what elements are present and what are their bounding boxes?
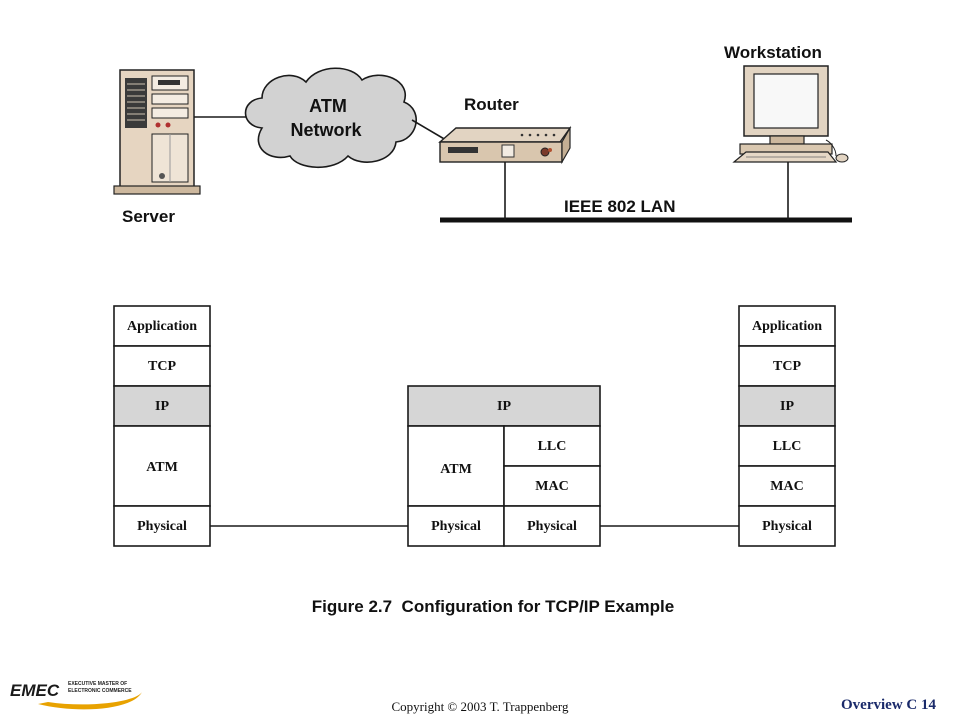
workstation-label: Workstation bbox=[724, 43, 822, 62]
router-layer-physical-right bbox=[503, 505, 601, 547]
router-layer-llc bbox=[503, 425, 601, 467]
workstation-layer-application-label: Application bbox=[752, 319, 822, 334]
footer-page-number: Overview C 14 bbox=[841, 697, 936, 713]
router-layer-physical-left bbox=[407, 505, 505, 547]
workstation-layer-mac bbox=[738, 465, 836, 507]
server-layer-tcp bbox=[113, 345, 211, 387]
emec-logo: EMEC EXECUTIVE MASTER OF ELECTRONIC COMM… bbox=[10, 681, 142, 710]
server-protocol-stack: Application TCP IP ATM Physical bbox=[113, 305, 211, 547]
server-label: Server bbox=[122, 207, 175, 226]
server-layer-atm-label: ATM bbox=[146, 460, 178, 475]
cloud-router-link bbox=[411, 119, 447, 141]
server-icon bbox=[113, 69, 201, 195]
server-layer-physical-label: Physical bbox=[137, 519, 187, 534]
router-layer-ip bbox=[407, 385, 601, 427]
workstation-layer-physical-label: Physical bbox=[762, 519, 812, 534]
server-layer-physical bbox=[113, 505, 211, 547]
router-layer-mac-label: MAC bbox=[535, 479, 568, 494]
emec-logo-sub1: EXECUTIVE MASTER OF bbox=[68, 681, 127, 687]
server-layer-ip-label: IP bbox=[155, 399, 169, 414]
server-layer-ip bbox=[113, 385, 211, 427]
footer-copyright: Copyright © 2003 T. Trappenberg bbox=[391, 699, 569, 714]
emec-logo-sub2: ELECTRONIC COMMERCE bbox=[68, 688, 132, 694]
router-label: Router bbox=[464, 95, 519, 114]
server-layer-tcp-label: TCP bbox=[148, 359, 176, 374]
router-layer-atm-label: ATM bbox=[440, 462, 472, 477]
router-layer-ip-label: IP bbox=[497, 399, 511, 414]
router-layer-mac bbox=[503, 465, 601, 507]
workstation-layer-ip-label: IP bbox=[780, 399, 794, 414]
server-layer-atm bbox=[113, 425, 211, 507]
workstation-layer-mac-label: MAC bbox=[770, 479, 803, 494]
emec-logo-text: EMEC bbox=[10, 681, 60, 700]
workstation-layer-llc-label: LLC bbox=[773, 439, 802, 454]
server-layer-application-label: Application bbox=[127, 319, 197, 334]
atm-network-cloud-icon bbox=[244, 67, 417, 168]
lan-label: IEEE 802 LAN bbox=[564, 197, 676, 216]
router-layer-physical-right-label: Physical bbox=[527, 519, 577, 534]
workstation-icon bbox=[732, 65, 849, 163]
cloud-label-line2: Network bbox=[290, 120, 362, 140]
router-protocol-stack: IP ATM Physical LLC MAC Physical bbox=[407, 385, 601, 547]
workstation-protocol-stack: Application TCP IP LLC MAC Physical bbox=[738, 305, 836, 547]
workstation-layer-tcp-label: TCP bbox=[773, 359, 801, 374]
figure-caption: Figure 2.7 Configuration for TCP/IP Exam… bbox=[312, 597, 674, 616]
cloud-label-line1: ATM bbox=[309, 96, 347, 116]
router-icon bbox=[438, 125, 572, 165]
workstation-layer-llc bbox=[738, 425, 836, 467]
server-layer-application bbox=[113, 305, 211, 347]
router-layer-physical-left-label: Physical bbox=[431, 519, 481, 534]
router-layer-llc-label: LLC bbox=[538, 439, 567, 454]
